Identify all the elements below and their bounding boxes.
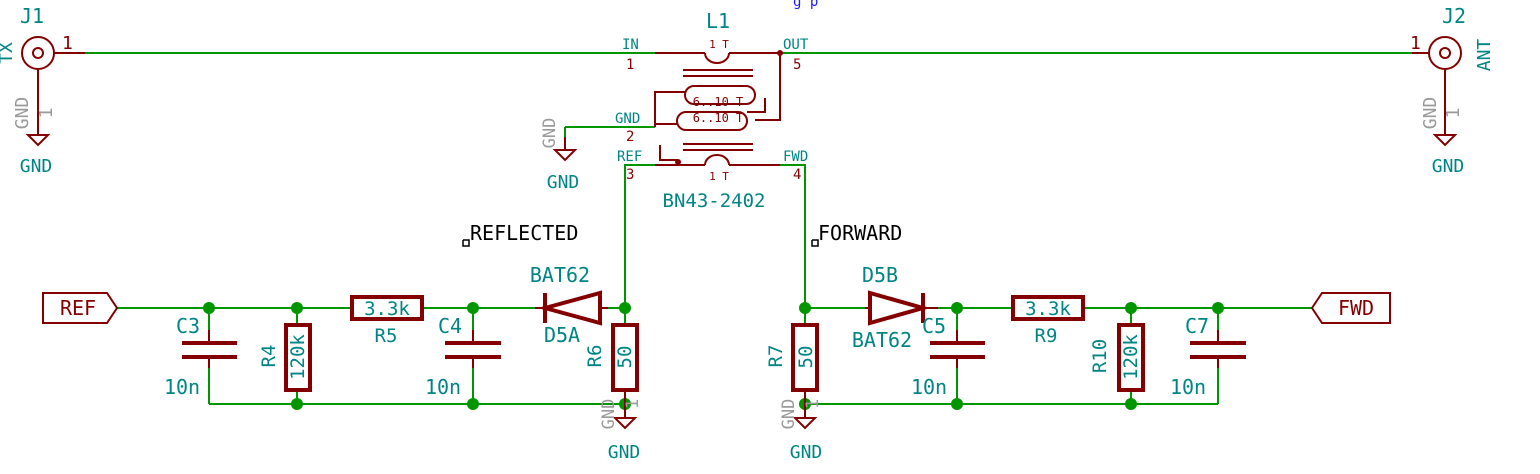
connector-j1: J1 1 TX GND 1 bbox=[0, 4, 85, 129]
diode-d5a: BAT62 D5A bbox=[530, 263, 608, 347]
gnd-symbol-r6: GND 1 GND bbox=[599, 399, 643, 463]
l1-pin-gnd: GND bbox=[615, 111, 640, 127]
port-fwd: FWD bbox=[1310, 292, 1391, 324]
j1-ref: J1 bbox=[20, 4, 44, 28]
l1-pin-out: OUT bbox=[783, 37, 809, 53]
j2-gnd-num: 1 bbox=[1443, 108, 1464, 119]
resistor-r9: 3.3k R9 bbox=[1011, 295, 1085, 347]
junctions bbox=[203, 302, 1224, 410]
net-reflected-text: REFLECTED bbox=[470, 221, 578, 245]
l1-turns-mid1: 6..10 T bbox=[693, 95, 744, 109]
r9-ref: R9 bbox=[1035, 325, 1058, 347]
d5a-ref: D5A bbox=[544, 323, 580, 347]
j2-pin: 1 bbox=[1410, 33, 1421, 54]
d5b-value: BAT62 bbox=[852, 328, 912, 352]
l1-pin-in-num: 1 bbox=[626, 57, 634, 73]
r7-gnd-pin: GND bbox=[779, 399, 799, 430]
r9-value: 3.3k bbox=[1025, 298, 1071, 320]
gnd-label-l1: GND bbox=[547, 172, 580, 193]
transformer-l1: L1 1 T 6..10 T 6..10 T 1 T IN 1 OUT 5 GN… bbox=[615, 9, 809, 212]
c4-ref: C4 bbox=[438, 314, 462, 338]
resistor-r6: R6 50 bbox=[584, 323, 639, 404]
d5a-value: BAT62 bbox=[530, 263, 590, 287]
l1-pin-in: IN bbox=[622, 37, 639, 53]
r10-ref: R10 bbox=[1089, 339, 1111, 373]
port-fwd-text: FWD bbox=[1338, 296, 1374, 320]
resistor-r10: R10 120k bbox=[1089, 323, 1145, 392]
r6-value: 50 bbox=[614, 346, 636, 369]
l1-gnd-pin: GND bbox=[540, 118, 560, 149]
j1-pin: 1 bbox=[62, 33, 73, 54]
r4-value: 120k bbox=[287, 334, 309, 380]
gnd-symbol-j2: GND bbox=[1432, 115, 1465, 177]
r10-value: 120k bbox=[1120, 334, 1142, 380]
net-label-reflected: REFLECTED bbox=[462, 221, 578, 247]
r5-value: 3.3k bbox=[364, 298, 410, 320]
r7-gnd-num: 1 bbox=[803, 399, 823, 409]
gnd-symbol-r7: GND 1 GND bbox=[779, 399, 823, 463]
gnd-label-r7: GND bbox=[790, 442, 823, 463]
r6-gnd-num: 1 bbox=[623, 399, 643, 409]
l1-pin-fwd-num: 4 bbox=[793, 167, 801, 183]
net-forward-text: FORWARD bbox=[818, 221, 902, 245]
l1-pin-ref: REF bbox=[617, 149, 642, 165]
resistor-r7: R7 50 bbox=[765, 323, 819, 404]
resistor-r5: 3.3k R5 bbox=[350, 295, 424, 347]
port-ref-text: REF bbox=[60, 296, 96, 320]
c7-ref: C7 bbox=[1185, 314, 1209, 338]
net-label-forward: FORWARD bbox=[811, 221, 902, 247]
capacitor-c5: C5 10n bbox=[911, 314, 985, 399]
d5b-ref: D5B bbox=[862, 263, 898, 287]
j2-ref: J2 bbox=[1442, 4, 1466, 28]
c3-value: 10n bbox=[164, 375, 200, 399]
connector-j2: J2 1 ANT GND 1 bbox=[1410, 4, 1495, 129]
c5-value: 10n bbox=[911, 375, 947, 399]
capacitor-c4: C4 10n bbox=[425, 314, 501, 399]
r4-ref: R4 bbox=[258, 345, 280, 368]
port-ref: REF bbox=[42, 292, 119, 324]
gnd-symbol-j1: GND bbox=[20, 115, 53, 177]
gnd-symbol-l1: GND GND bbox=[540, 118, 579, 193]
gnd-label-j2: GND bbox=[1432, 156, 1465, 177]
j1-gnd-num: 1 bbox=[36, 108, 57, 119]
gnd-label-r6: GND bbox=[608, 442, 641, 463]
l1-pin-gnd-num: 2 bbox=[626, 129, 634, 145]
l1-value: BN43-2402 bbox=[663, 190, 766, 212]
l1-pin-out-num: 5 bbox=[793, 57, 801, 73]
c7-value: 10n bbox=[1170, 375, 1206, 399]
j2-gnd-pin: GND bbox=[1420, 97, 1441, 130]
c5-ref: C5 bbox=[922, 314, 946, 338]
r5-ref: R5 bbox=[375, 325, 398, 347]
gnd-label-j1: GND bbox=[20, 156, 53, 177]
l1-ref: L1 bbox=[706, 9, 730, 33]
l1-pin-fwd: FWD bbox=[783, 149, 808, 165]
diode-d5b: D5B BAT62 bbox=[852, 263, 938, 352]
l1-turns-bottom: 1 T bbox=[709, 170, 729, 183]
header-text: g p bbox=[793, 0, 818, 10]
c4-value: 10n bbox=[425, 375, 461, 399]
capacitor-c7: C7 10n bbox=[1170, 314, 1246, 399]
j1-gnd-pin: GND bbox=[12, 97, 33, 130]
j1-name: TX bbox=[0, 42, 17, 64]
c3-ref: C3 bbox=[176, 314, 200, 338]
l1-pin-ref-num: 3 bbox=[626, 167, 634, 183]
r7-value: 50 bbox=[795, 346, 817, 369]
l1-turns-top: 1 T bbox=[709, 38, 729, 51]
r7-ref: R7 bbox=[765, 345, 787, 368]
resistor-r4: R4 120k bbox=[258, 323, 312, 392]
j2-name: ANT bbox=[1474, 39, 1495, 72]
capacitor-c3: C3 10n bbox=[164, 314, 237, 399]
r6-gnd-pin: GND bbox=[599, 399, 619, 430]
r6-ref: R6 bbox=[584, 345, 606, 368]
l1-turns-mid2: 6..10 T bbox=[693, 111, 744, 125]
